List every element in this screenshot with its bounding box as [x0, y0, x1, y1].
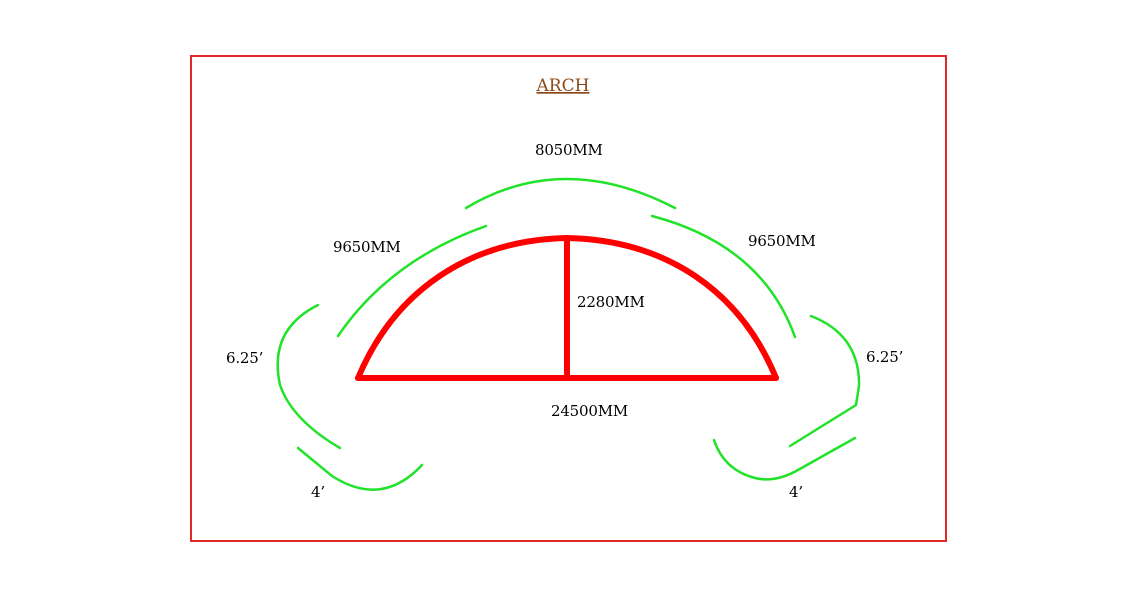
top-segment-label: 8050MM [535, 141, 603, 159]
span-label: 24500MM [551, 402, 628, 420]
right-foot-curve [712, 436, 857, 481]
left-foot-label: 4’ [311, 483, 325, 501]
left-bend-label: 6.25’ [226, 349, 263, 367]
upper-right-segment-label: 9650MM [748, 232, 816, 250]
rise-label: 2280MM [577, 293, 645, 311]
upper-left-segment-label: 9650MM [333, 238, 401, 256]
top-segment-curve [464, 177, 677, 210]
diagram-frame [190, 55, 947, 542]
diagram-title: ARCH [536, 76, 590, 96]
right-bend-label: 6.25’ [866, 348, 903, 366]
upper-right-segment-curve [650, 214, 797, 339]
left-foot-curve [296, 446, 424, 491]
left-bend-curve [276, 303, 342, 450]
right-foot-label: 4’ [789, 483, 803, 501]
right-bend-curve [788, 314, 861, 448]
upper-left-segment-curve [336, 224, 488, 338]
